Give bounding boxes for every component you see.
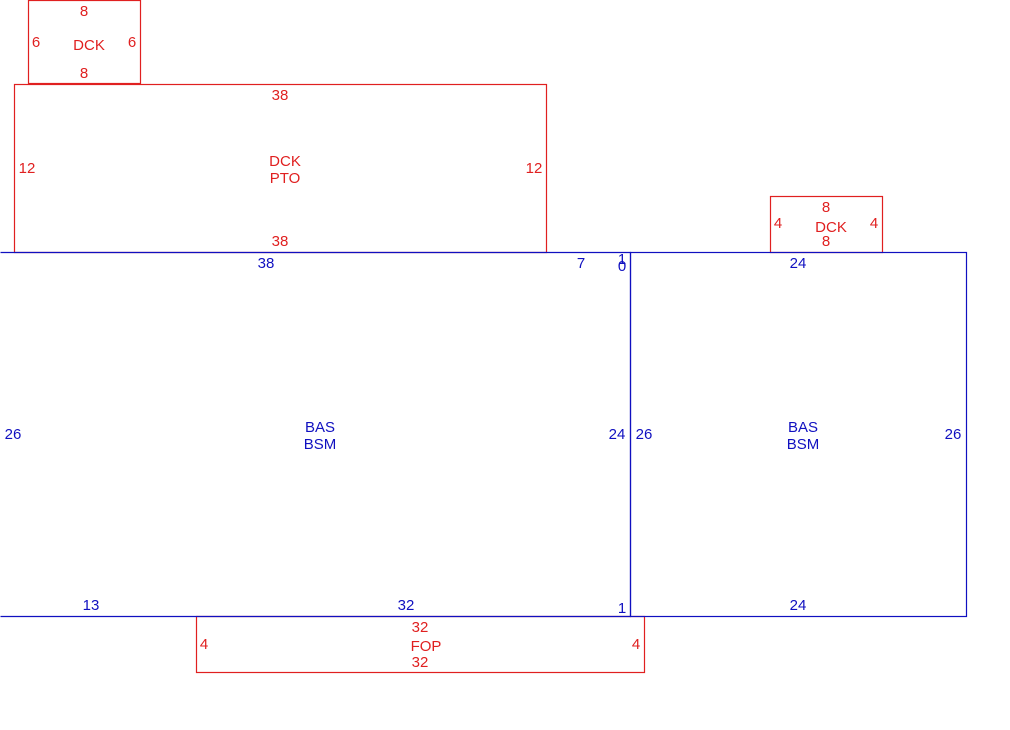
bas-left-dim-top: 38 [258,255,275,272]
dck-pto-dim-bottom: 38 [272,233,289,250]
fop-label: FOP [411,638,442,655]
bas-left-label-line2: BSM [304,436,337,453]
bas-left-dim-right: 24 [609,426,626,443]
bas-right-outline [629,251,968,618]
bas-right-dim-bottom: 24 [790,597,807,614]
fop-dim-top: 32 [412,619,429,636]
bas-left-label-line1: BAS [305,419,335,436]
bas-left-dim-bottom-left: 13 [83,597,100,614]
bas-left-dim-jog-top: 1 [618,251,626,268]
dck-right-dim-bottom: 8 [822,233,830,250]
dck-right-label: DCK [815,219,847,236]
fop-dim-right: 4 [632,636,640,653]
bas-left-dim-jog-bottom: 0 [618,258,626,275]
fop-dim-bottom: 32 [412,654,429,671]
dck-pto-dim-left: 12 [19,160,36,177]
dck-pto-label-line2: PTO [270,170,301,187]
bas-right-dim-left: 26 [636,426,653,443]
dck-top-dim-right: 6 [128,34,136,51]
dck-right-dim-top: 8 [822,199,830,216]
dck-right-dim-right: 4 [870,215,878,232]
bas-left-dim-bottom-right: 1 [618,600,626,617]
dck-top-dim-left: 6 [32,34,40,51]
dck-top-dim-top: 8 [80,3,88,20]
dck-top-outline [27,0,142,85]
bas-left-dim-bottom: 32 [398,597,415,614]
bas-right-label-line2: BSM [787,436,820,453]
dck-pto-label-line1: DCK [269,153,301,170]
dck-top-dim-bottom: 8 [80,65,88,82]
bas-right-dim-top: 24 [790,255,807,272]
dck-pto-dim-top: 38 [272,87,289,104]
dck-pto-dim-right: 12 [526,160,543,177]
bas-right-dim-right: 26 [945,426,962,443]
dck-top-label: DCK [73,37,105,54]
bas-left-dim-left: 26 [5,426,22,443]
bas-left-dim-top-right: 7 [577,255,585,272]
bas-right-label-line1: BAS [788,419,818,436]
dck-right-dim-left: 4 [774,215,782,232]
fop-dim-left: 4 [200,636,208,653]
